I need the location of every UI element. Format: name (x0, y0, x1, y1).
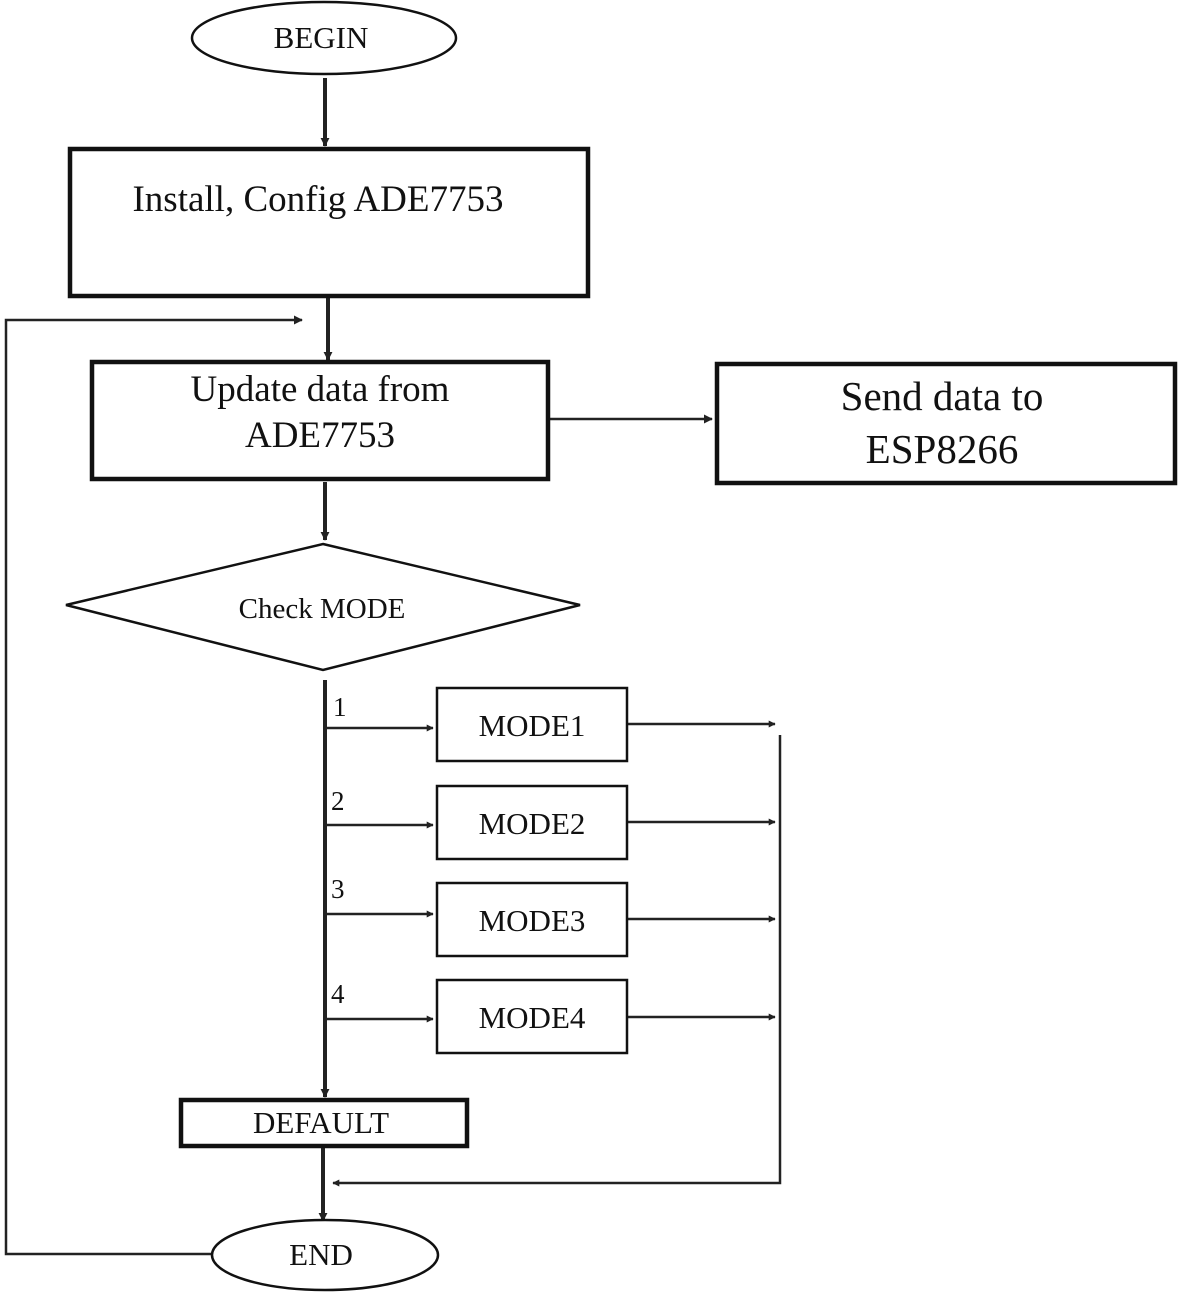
mode1-label: MODE1 (479, 708, 586, 743)
branch-label-3: 3 (331, 874, 345, 904)
node-send: Send data to ESP8266 (714, 361, 1178, 486)
node-default: DEFAULT (178, 1097, 470, 1149)
update-label-line1: Update data from (191, 369, 450, 410)
update-label-line2: ADE7753 (245, 415, 395, 456)
mode1-box (435, 686, 629, 763)
mode3-box (435, 881, 629, 958)
node-mode4: MODE4 (435, 978, 629, 1055)
branch-label-4: 4 (331, 979, 345, 1009)
check-label: Check MODE (239, 593, 406, 625)
begin-ellipse (190, 0, 458, 76)
edge-collector (332, 735, 782, 1187)
node-begin: BEGIN (190, 0, 458, 76)
end-ellipse (210, 1218, 440, 1292)
node-mode3: MODE3 (435, 881, 629, 958)
mode2-label: MODE2 (479, 806, 586, 841)
install-label: Install, Config ADE7753 (132, 179, 503, 220)
begin-label: BEGIN (274, 20, 369, 55)
mode4-box (435, 978, 629, 1055)
send-label-line1: Send data to (841, 373, 1044, 419)
node-mode2: MODE2 (435, 784, 629, 861)
mode2-box (435, 784, 629, 861)
edge-loop-back (4, 315, 303, 1256)
default-box (178, 1097, 470, 1149)
branch-label-1: 1 (333, 692, 347, 722)
node-install: Install, Config ADE7753 (67, 146, 591, 299)
node-end: END (210, 1218, 440, 1292)
check-diamond (65, 542, 581, 672)
branch-label-2: 2 (331, 786, 345, 816)
default-label: DEFAULT (253, 1105, 389, 1140)
update-box (89, 359, 551, 482)
node-update: Update data from ADE7753 (89, 359, 551, 482)
edges (4, 78, 782, 1256)
send-label-line2: ESP8266 (866, 426, 1019, 472)
end-label: END (289, 1237, 353, 1272)
node-check: Check MODE (65, 542, 581, 672)
mode4-label: MODE4 (479, 1000, 586, 1035)
mode3-label: MODE3 (479, 903, 586, 938)
send-box (714, 361, 1178, 486)
node-mode1: MODE1 (435, 686, 629, 763)
install-box (67, 146, 591, 299)
